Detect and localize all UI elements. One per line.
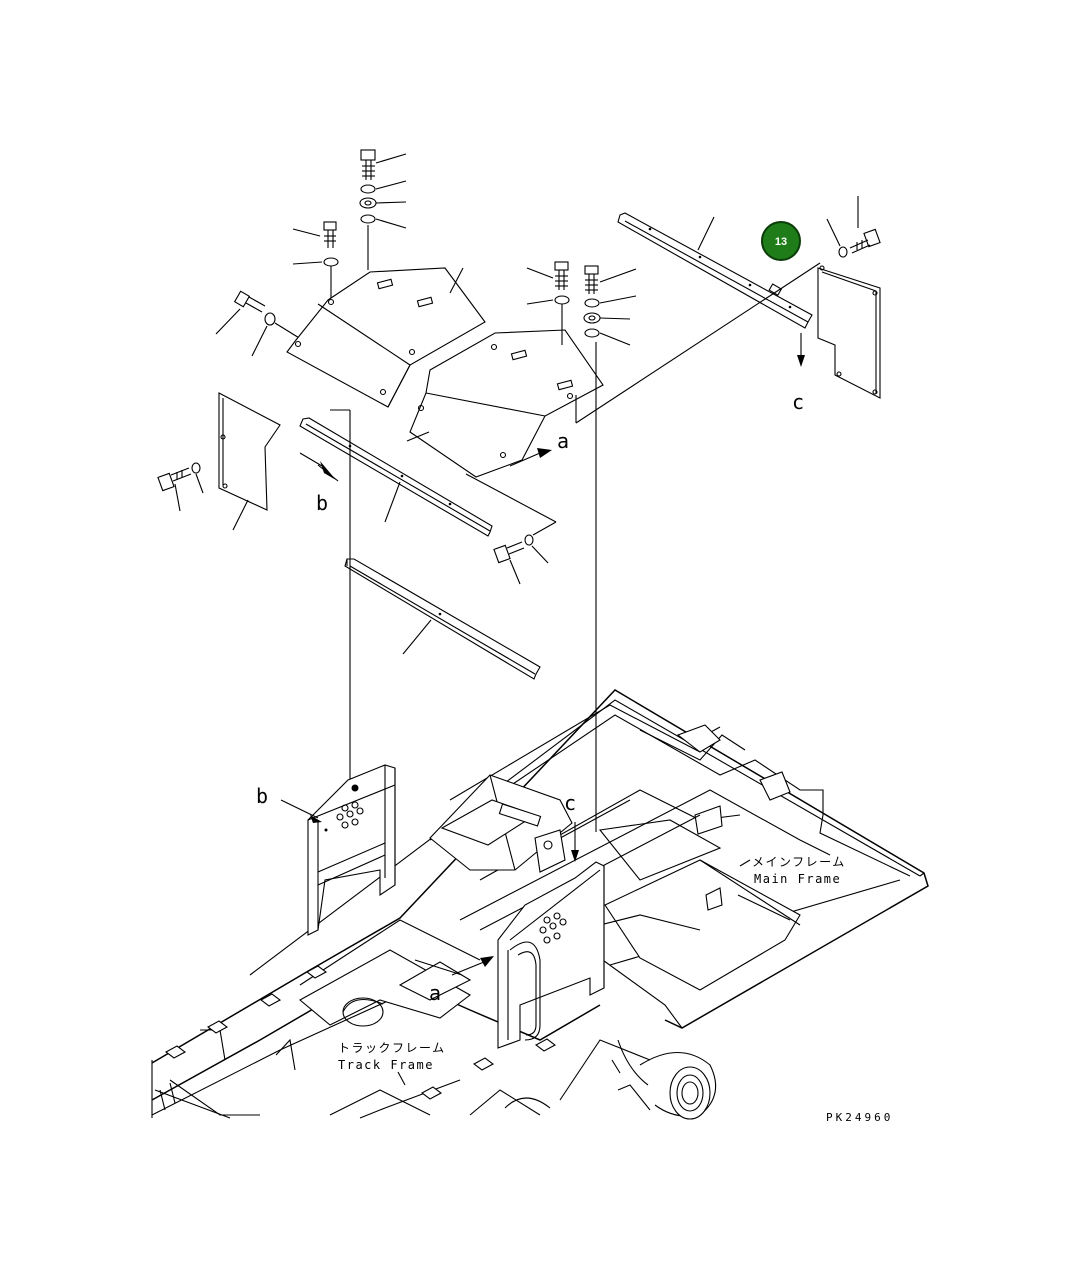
label-b-lower: b (256, 784, 268, 808)
channel-bar-lower (344, 558, 541, 680)
main-frame (151, 689, 929, 1120)
arrow-a-upper-head (537, 448, 552, 458)
cover-plate-right (406, 329, 604, 478)
guard-stand-left (280, 764, 396, 936)
long-rail-upper-right (617, 212, 813, 367)
bolt-left-upper (292, 221, 339, 300)
label-main-frame-jp: メインフレーム (752, 855, 846, 869)
label-track-frame-en: Track Frame (338, 1058, 434, 1072)
cover-plate-left (286, 267, 486, 408)
leader-main-frame (739, 859, 751, 867)
label-track-frame-jp: トラックフレーム (338, 1041, 446, 1055)
bolt-horizontal-right (826, 196, 881, 258)
drawing-code: PK24960 (826, 1111, 893, 1124)
label-a-lower: a (429, 981, 441, 1005)
callout-number: 13 (775, 236, 787, 248)
label-main-frame-en: Main Frame (754, 872, 841, 886)
callout-badge: 13 (761, 221, 801, 261)
side-plate-left (218, 392, 281, 531)
label-a-upper: a (557, 429, 569, 453)
bolt-stack-top-left (359, 149, 407, 270)
side-plate-upper-right (817, 265, 881, 399)
bolt-horizontal-left (215, 290, 318, 357)
bolt-stack-center (526, 261, 637, 346)
guard-stand-right (451, 822, 605, 1049)
alignment-line-right (575, 262, 821, 424)
label-c-lower: c (564, 791, 576, 815)
bolt-horizontal-center (465, 473, 557, 585)
bolt-horizontal-far-left (157, 462, 204, 512)
label-b-upper: b (316, 491, 328, 515)
arrow-a-upper-shaft (509, 452, 541, 467)
label-c-upper: c (792, 390, 804, 414)
leader-track-frame (397, 1071, 406, 1086)
diagonal-strip-middle (299, 417, 493, 537)
